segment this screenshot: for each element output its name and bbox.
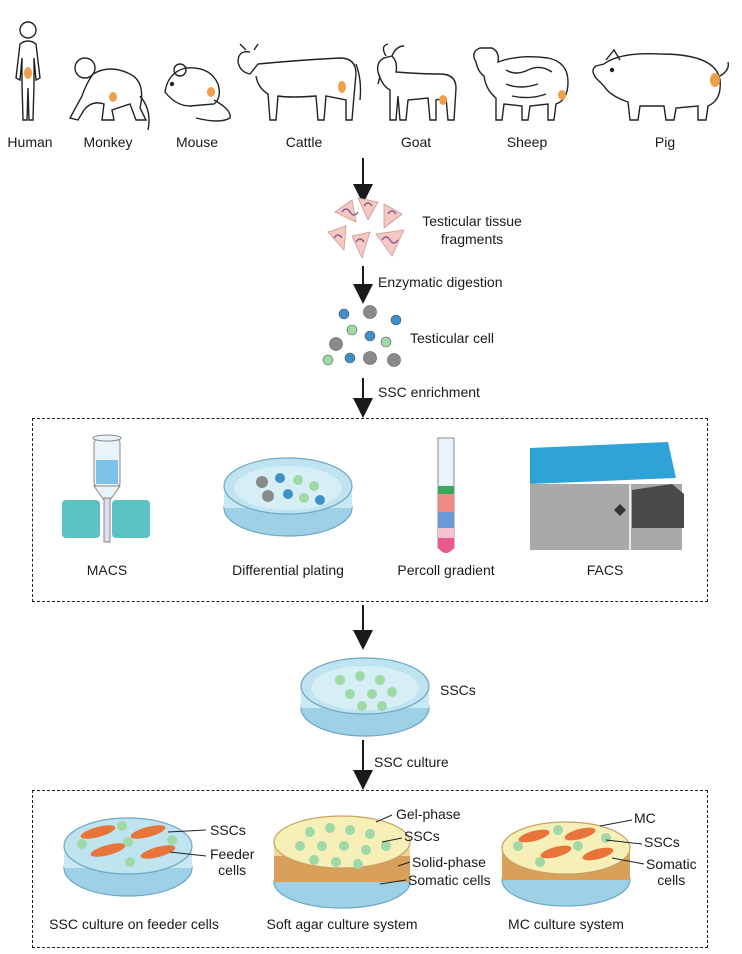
mouse-icon bbox=[164, 63, 231, 122]
testis-monkey bbox=[109, 92, 117, 102]
facs-machine-icon bbox=[530, 442, 684, 550]
label-line bbox=[375, 814, 393, 823]
testicular-cell-label: Testicular cell bbox=[410, 330, 495, 346]
sheep-icon bbox=[473, 47, 569, 121]
method-label-macs: MACS bbox=[86, 562, 128, 578]
label-line bbox=[169, 851, 207, 857]
method-label-facs: FACS bbox=[586, 562, 624, 578]
testis-sheep bbox=[558, 90, 566, 100]
sscs-dish-icon bbox=[300, 657, 430, 737]
feeder-culture-dish-icon bbox=[63, 817, 193, 897]
animal-label-mouse: Mouse bbox=[175, 134, 219, 150]
label-line bbox=[611, 857, 645, 865]
culture-systems-box bbox=[32, 790, 708, 948]
enzymatic-digestion-label: Enzymatic digestion bbox=[378, 274, 503, 290]
testis-pig bbox=[710, 73, 720, 87]
mc-sscs-label: SSCs bbox=[644, 834, 680, 850]
human-icon bbox=[15, 21, 41, 121]
cattle-icon bbox=[237, 43, 362, 121]
soft-agar-sscs-label: SSCs bbox=[404, 828, 440, 844]
animal-label-human: Human bbox=[7, 134, 53, 150]
solid-phase-label: Solid-phase bbox=[412, 854, 486, 870]
enrichment-methods-box bbox=[32, 418, 708, 602]
goat-icon bbox=[376, 43, 457, 121]
animal-label-sheep: Sheep bbox=[506, 134, 548, 150]
soft-agar-dish-icon bbox=[273, 815, 411, 909]
pig-icon bbox=[592, 48, 730, 121]
animal-label-monkey: Monkey bbox=[83, 134, 133, 150]
testis-human bbox=[24, 67, 32, 79]
label-line bbox=[379, 879, 407, 885]
label-line bbox=[381, 837, 403, 843]
testicular-cells-icon bbox=[322, 305, 402, 367]
percoll-tube-icon bbox=[437, 437, 455, 553]
ssc-enrichment-label: SSC enrichment bbox=[378, 384, 480, 400]
gel-phase-label: Gel-phase bbox=[396, 806, 461, 822]
tissue-fragments-label: Testicular tissue fragments bbox=[422, 213, 522, 247]
testis-mouse bbox=[207, 87, 215, 97]
somatic-cells-label: Somatic cells bbox=[408, 872, 491, 888]
label-line bbox=[605, 839, 643, 845]
sscs-label: SSCs bbox=[440, 682, 476, 698]
differential-plating-dish-icon bbox=[223, 457, 353, 537]
macs-icon bbox=[62, 434, 150, 543]
tissue-fragments-icon bbox=[327, 197, 405, 260]
testis-goat bbox=[439, 95, 447, 105]
label-line bbox=[167, 829, 207, 833]
feeder-cells-label: Feeder cells bbox=[210, 846, 255, 878]
mc-label: MC bbox=[634, 810, 656, 826]
label-line bbox=[599, 819, 633, 827]
culture-title-soft-agar: Soft agar culture system bbox=[266, 916, 418, 932]
culture-title-mc: MC culture system bbox=[508, 916, 624, 932]
feeder-sscs-label: SSCs bbox=[210, 822, 246, 838]
method-label-differential-plating: Differential plating bbox=[232, 562, 344, 578]
label-line bbox=[397, 861, 411, 867]
mc-somatic-cells-label: Somatic cells bbox=[646, 856, 697, 888]
ssc-culture-label: SSC culture bbox=[374, 754, 449, 770]
monkey-icon bbox=[68, 57, 150, 131]
culture-title-feeder: SSC culture on feeder cells bbox=[49, 916, 219, 932]
testis-cattle bbox=[338, 81, 346, 93]
method-label-percoll-gradient: Percoll gradient bbox=[397, 562, 495, 578]
animal-label-goat: Goat bbox=[400, 134, 432, 150]
animal-label-cattle: Cattle bbox=[285, 134, 323, 150]
animal-label-pig: Pig bbox=[654, 134, 676, 150]
